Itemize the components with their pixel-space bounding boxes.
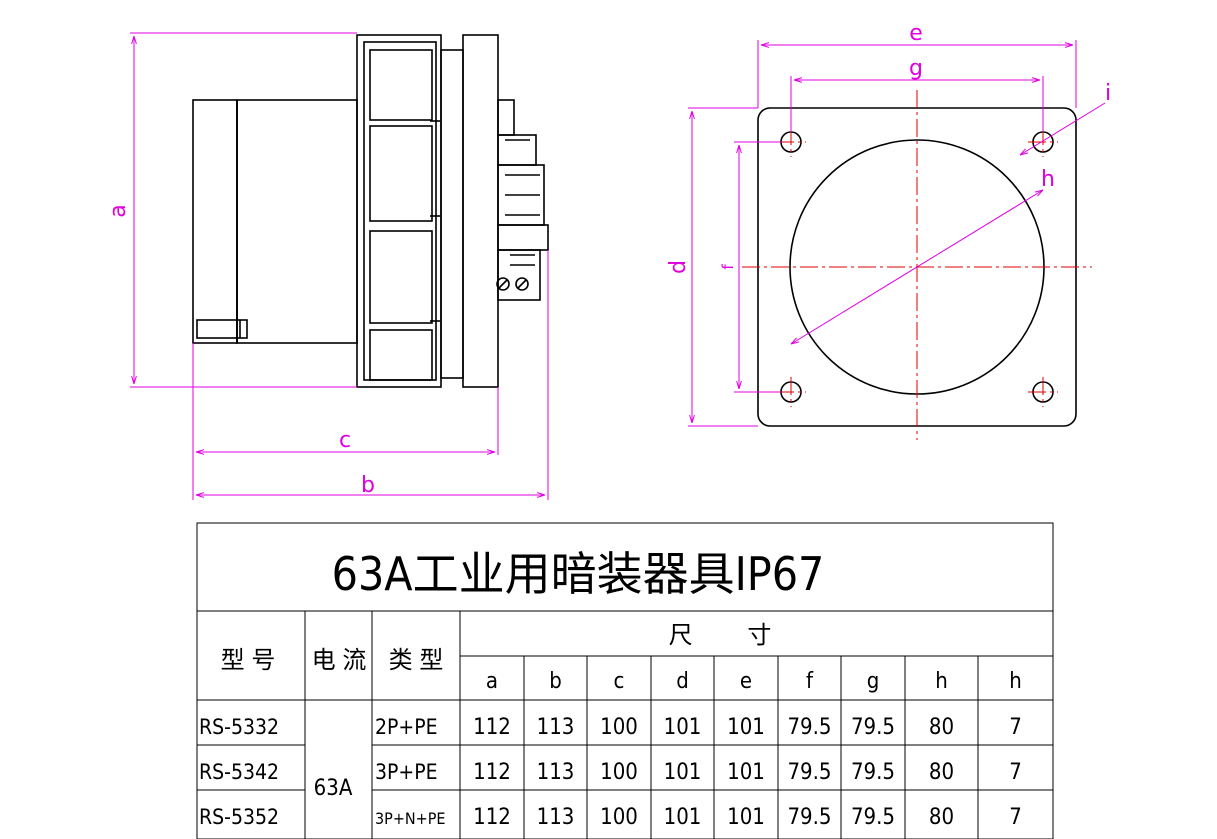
cell-value: 101 [727,715,765,740]
cell-value: 79.5 [851,715,895,740]
table-title: 63A工业用暗装器具IP67 [332,547,825,601]
dim-label-h: h [1041,167,1055,192]
table-row: RS-5342 3P+PE 112 113 100 101 101 79.5 79.5 80 7 [199,760,1022,785]
cell-value: 113 [537,715,575,740]
cell-value: 113 [537,760,575,785]
cell-value: 100 [600,760,638,785]
cell-value: 101 [664,805,702,830]
header-type: 类 型 [389,646,444,674]
dim-column-header: h [1009,669,1022,694]
dim-column-header: g [867,669,880,694]
dim-label-e: e [909,21,923,46]
cell-value: 112 [473,715,511,740]
cell-value: 79.5 [787,805,831,830]
cell-model: RS-5332 [199,715,279,739]
cell-type: 3P+PE [375,760,438,784]
cell-value: 112 [473,805,511,830]
cell-value: 101 [727,760,765,785]
dim-label-d: d [666,260,691,274]
dim-label-b: b [361,473,375,498]
current-value: 63A [314,776,353,801]
header-model: 型 号 [221,646,276,674]
cell-value: 7 [1009,715,1022,740]
cell-value: 80 [929,715,954,740]
dim-label-g: g [909,56,923,81]
table-row: RS-5352 3P+N+PE 112 113 100 101 101 79.5 79.5 80 7 [199,805,1022,830]
spec-table: 63A工业用暗装器具IP67 型 号 电 流 类 型 尺 寸 a b c d e f g h h… [196,522,1054,839]
cell-model: RS-5342 [199,760,279,784]
cell-value: 100 [600,715,638,740]
cell-value: 7 [1009,760,1022,785]
table-row: RS-5332 2P+PE 112 113 100 101 101 79.5 79.5 80 7 [199,715,1022,740]
cell-value: 101 [664,760,702,785]
dim-label-c: c [339,428,351,453]
dim-column-header: d [676,669,689,694]
dim-column-header: c [614,669,625,694]
dim-column-header: e [740,669,752,694]
cell-value: 79.5 [851,805,895,830]
dim-label-a: a [106,204,131,217]
cell-value: 80 [929,760,954,785]
cell-type: 3P+N+PE [375,809,446,828]
cell-value: 80 [929,805,954,830]
header-dimensions: 尺 寸 [669,621,772,649]
cell-value: 79.5 [787,715,831,740]
cell-value: 7 [1009,805,1022,830]
side-view [192,34,549,388]
cell-value: 79.5 [787,760,831,785]
dim-column-header: f [806,669,814,694]
dim-column-header: b [549,669,562,694]
cell-value: 79.5 [851,760,895,785]
cell-value: 113 [537,805,575,830]
dim-column-header: h [935,669,948,694]
cell-value: 101 [727,805,765,830]
cell-model: RS-5352 [199,805,279,829]
header-current: 电 流 [312,646,367,674]
front-view-dimensions [688,40,1106,427]
cell-type: 2P+PE [375,715,438,739]
cell-value: 100 [600,805,638,830]
dim-column-header: a [486,669,498,694]
dim-label-f: f [719,264,737,270]
cell-value: 112 [473,760,511,785]
cell-value: 101 [664,715,702,740]
side-view-dimensions [130,32,549,500]
dim-label-i: i [1105,81,1111,106]
